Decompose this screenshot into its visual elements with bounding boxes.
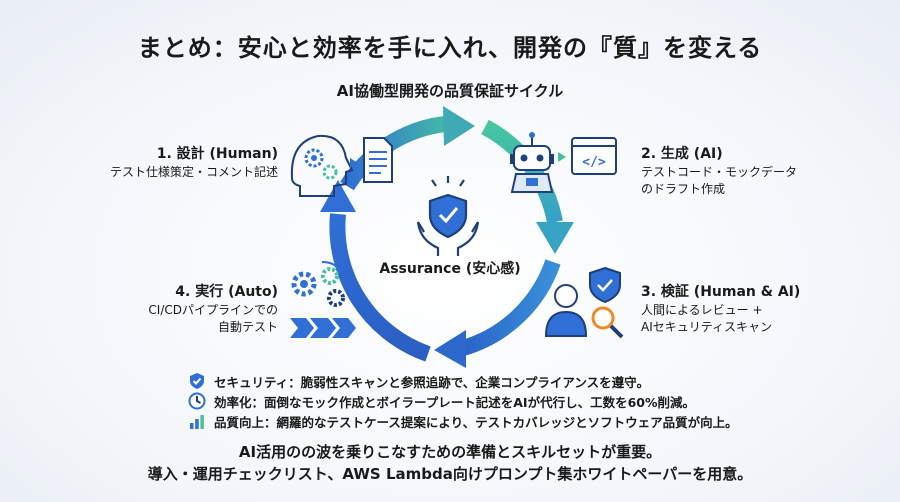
bar-chart-icon <box>190 415 204 429</box>
pipeline-icon <box>290 318 356 338</box>
automation-gears-icon <box>291 261 345 307</box>
magnifier-icon <box>591 306 624 339</box>
stage-design: 1. 設計 (Human) テスト仕様策定・コメント記述 <box>58 144 278 181</box>
arrow-left-head <box>320 180 356 212</box>
closing-message: AI活用のの波を乗りこなすための準備とスキルセットが重要。 導入・運用チェックリ… <box>0 441 900 485</box>
design-head-gears-icon <box>290 134 354 197</box>
benefit-quality-text: 品質向上：網羅的なテストケース提案により、テストカバレッジとソフトウェア品質が向… <box>214 414 738 430</box>
stage-design-heading: 1. 設計 (Human) <box>156 146 278 162</box>
arrow-top <box>340 116 447 191</box>
center-label: Assurance (安心感) <box>379 261 521 277</box>
benefits-list: セキュリティ：脆弱性スキャンと参照追跡で、企業コンプライアンスを遵守。 効率化：… <box>188 371 828 431</box>
benefit-efficiency: 効率化：面倒なモック作成とボイラープレート記述をAIが代行し、工数を60%削減。 <box>188 391 828 411</box>
stage-generate-heading: 2. 生成 (AI) <box>641 146 723 162</box>
security-shield-icon <box>589 266 621 304</box>
clock-icon <box>188 392 206 410</box>
arrow-right-head <box>536 222 574 254</box>
stage-verify: 3. 検証 (Human & AI) 人間によるレビュー + AIセキュリティス… <box>641 282 861 336</box>
svg-text:</>: </> <box>582 155 606 170</box>
benefit-quality: 品質向上：網羅的なテストケース提案により、テストカバレッジとソフトウェア品質が向… <box>188 411 828 431</box>
benefit-efficiency-text: 効率化：面倒なモック作成とボイラープレート記述をAIが代行し、工数を60%削減。 <box>214 394 695 410</box>
diagram-subtitle: AI協働型開発の品質保証サイクル <box>336 82 564 100</box>
reviewer-person-icon <box>544 284 588 337</box>
arrow-top-head <box>443 106 475 146</box>
assurance-hands-shield-icon <box>416 176 480 256</box>
stage-design-desc: テスト仕様策定・コメント記述 <box>109 165 278 179</box>
stage-verify-heading: 3. 検証 (Human & AI) <box>641 284 801 300</box>
stage-execute: 4. 実行 (Auto) CI/CDパイプラインでの 自動テスト <box>58 282 278 336</box>
stage-generate-desc-1: テストコード・モックデータ <box>641 165 798 179</box>
stage-verify-desc-1: 人間によるレビュー + <box>641 303 763 317</box>
arrow-bottom <box>460 259 561 356</box>
stage-execute-desc-2: 自動テスト <box>217 320 278 334</box>
stage-generate-desc-2: のドラフト作成 <box>641 182 726 196</box>
closing-line-1: AI活用のの波を乗りこなすための準備とスキルセットが重要。 <box>238 443 662 461</box>
shield-icon <box>190 373 204 389</box>
arrow-bottom-head <box>434 330 466 368</box>
robot-icon <box>510 132 554 193</box>
document-icon <box>350 137 393 183</box>
page-title: まとめ：安心と効率を手に入れ、開発の『質』を変える <box>137 34 763 62</box>
stage-execute-heading: 4. 実行 (Auto) <box>175 284 278 300</box>
arrow-left <box>329 213 431 362</box>
stage-generate: 2. 生成 (AI) テストコード・モックデータ のドラフト作成 <box>641 144 861 198</box>
code-window-icon: </> <box>558 137 617 175</box>
benefit-security: セキュリティ：脆弱性スキャンと参照追跡で、企業コンプライアンスを遵守。 <box>188 371 828 391</box>
stage-verify-desc-2: AIセキュリティスキャン <box>641 320 773 334</box>
closing-line-2: 導入・運用チェックリスト、AWS Lambda向けプロンプト集ホワイトペーパーを… <box>147 465 753 483</box>
benefit-security-text: セキュリティ：脆弱性スキャンと参照追跡で、企業コンプライアンスを遵守。 <box>214 374 650 390</box>
stage-execute-desc-1: CI/CDパイプラインでの <box>148 303 278 317</box>
